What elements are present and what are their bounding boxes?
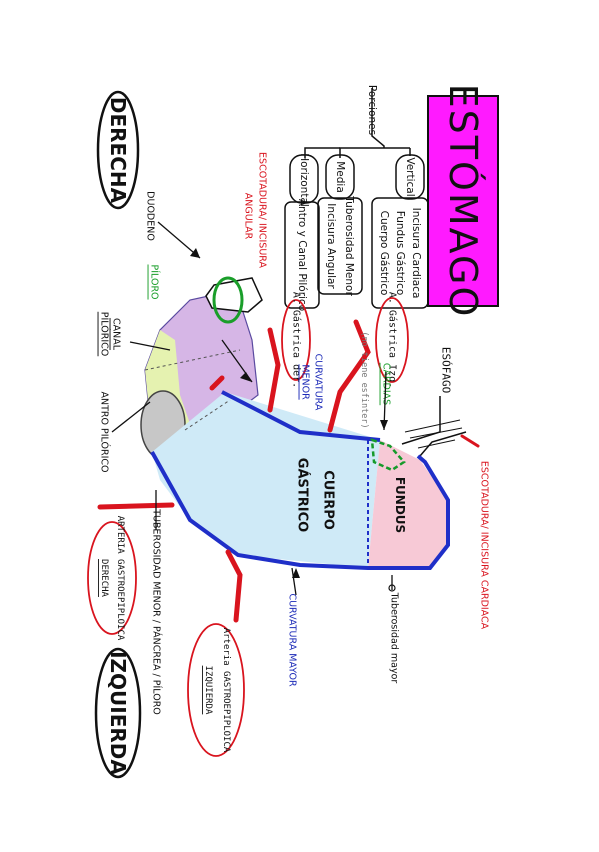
artery-gastroepiploic-right: ARTERIA GASTROEPIPLOICA DERECHA xyxy=(87,516,137,641)
duodenum-stub xyxy=(205,277,263,313)
title-background xyxy=(427,95,499,307)
page-title: ESTÓMAGO xyxy=(441,84,485,319)
portion-media: Media xyxy=(334,161,346,193)
portions-text: Porciones Vertical Media Horizontal Inci… xyxy=(296,85,422,311)
svg-text:A. Gástrica der.: A. Gástrica der. xyxy=(291,292,303,388)
lesser-curvature-outline xyxy=(221,390,381,442)
tuberosidad-menor-label: TUBEROSIDAD MENOR / PÁNCREA / PÍLORO xyxy=(151,508,163,715)
canal-label-1: CANAL xyxy=(111,318,122,351)
esophagus xyxy=(401,396,467,457)
curvatura-menor-label-2: MENOR xyxy=(300,364,311,400)
tuberosidad-mayor-marker xyxy=(388,584,396,592)
portion-vertical-part-3: Cuerpo Gástrico xyxy=(378,211,390,296)
red-annotations: ESCOTADURA/ INCISURA ANGULAR ESCOTADURA/… xyxy=(243,152,490,630)
fundus-label: FUNDUS xyxy=(393,477,407,533)
svg-text:IZQUIERDA: IZQUIERDA xyxy=(203,666,213,715)
duodeno-label: DUODENO xyxy=(145,191,156,241)
escotadura-angular-label-1: ESCOTADURA/ INCISURA xyxy=(257,152,268,268)
cuerpo-label: CUERPO xyxy=(321,470,336,530)
portion-horizontal-part-1: Antro y Canal Pilórico xyxy=(296,199,308,311)
curvatura-mayor-label: CURVATURA MAYOR xyxy=(287,593,298,687)
escotadura-angular-label-2: ANGULAR xyxy=(243,193,254,240)
piloro-label: PÍLORO xyxy=(149,264,161,299)
svg-text:A. Gástrica Izq.: A. Gástrica Izq. xyxy=(387,292,399,388)
tuberosidad-mayor-label: Tuberosidad mayor xyxy=(389,592,400,684)
blue-annotations: CURVATURA MENOR CURVATURA MAYOR xyxy=(287,354,324,687)
black-labels: DUODENO CANAL PILÓRICO ANTRO PILÓRICO TU… xyxy=(99,191,400,715)
region-labels: CUERPO GÁSTRICO FUNDUS xyxy=(295,458,408,533)
svg-text:DERECHA: DERECHA xyxy=(99,559,109,598)
gastrico-label: GÁSTRICO xyxy=(295,458,311,532)
portion-media-part-2: Incisura Angular xyxy=(325,203,337,289)
portion-vertical: Vertical xyxy=(404,157,416,196)
arteries xyxy=(97,319,480,623)
portions-label: Porciones xyxy=(366,85,378,135)
title-box: ESTÓMAGO xyxy=(427,84,499,319)
canal-label-2: PILÓRICO xyxy=(99,312,111,356)
stomach-shape xyxy=(140,276,450,570)
artery-gastroepiploic-left: Arteria GASTROEPIPLOICA IZQUIERDA xyxy=(187,623,245,757)
portion-horizontal: Horizontal xyxy=(298,153,310,207)
svg-text:ARTERIA GASTROEPIPLOICA: ARTERIA GASTROEPIPLOICA xyxy=(115,516,125,641)
fundus-region xyxy=(368,440,448,568)
portion-vertical-part-1: Incisura Cardiaca xyxy=(410,208,422,299)
artery-gastroepiploic-left-vessel xyxy=(225,549,243,623)
svg-text:Arteria GASTROEPIPLOICA: Arteria GASTROEPIPLOICA xyxy=(221,628,231,753)
artery-gastric-left-vessel xyxy=(327,319,371,433)
side-label-right: DERECHA xyxy=(96,90,140,210)
cardias-note: (no tiene esfinter) xyxy=(359,331,369,428)
pointer-arrowheads xyxy=(190,248,388,578)
artery-gastroepiploic-right-vessel xyxy=(97,502,175,510)
escotadura-cardiaca-label: ESCOTADURA/ INCISURA CARDIACA xyxy=(479,461,490,630)
portions-tree xyxy=(284,88,429,309)
pylorus-ring xyxy=(212,276,244,324)
greater-curvature-outline xyxy=(150,451,450,570)
portion-media-part-1: Tuberosidad Menor xyxy=(343,195,355,296)
artery-gastric-right-vessel xyxy=(267,327,281,413)
side-label-left: IZQUIERDA xyxy=(94,647,142,779)
portion-vertical-part-2: Fundus Gástrico xyxy=(394,211,406,296)
antro-label: ANTRO PILÓRICO xyxy=(99,392,111,473)
esophagus-label: ESÓFAGO xyxy=(440,347,453,393)
curvatura-menor-label-1: CURVATURA xyxy=(313,354,324,411)
artery-gastric-right: A. Gástrica der. xyxy=(281,292,311,388)
svg-text:DERECHA: DERECHA xyxy=(106,97,130,204)
svg-text:IZQUIERDA: IZQUIERDA xyxy=(106,651,130,775)
artery-gastric-left: A. Gástrica Izq. xyxy=(375,292,409,388)
